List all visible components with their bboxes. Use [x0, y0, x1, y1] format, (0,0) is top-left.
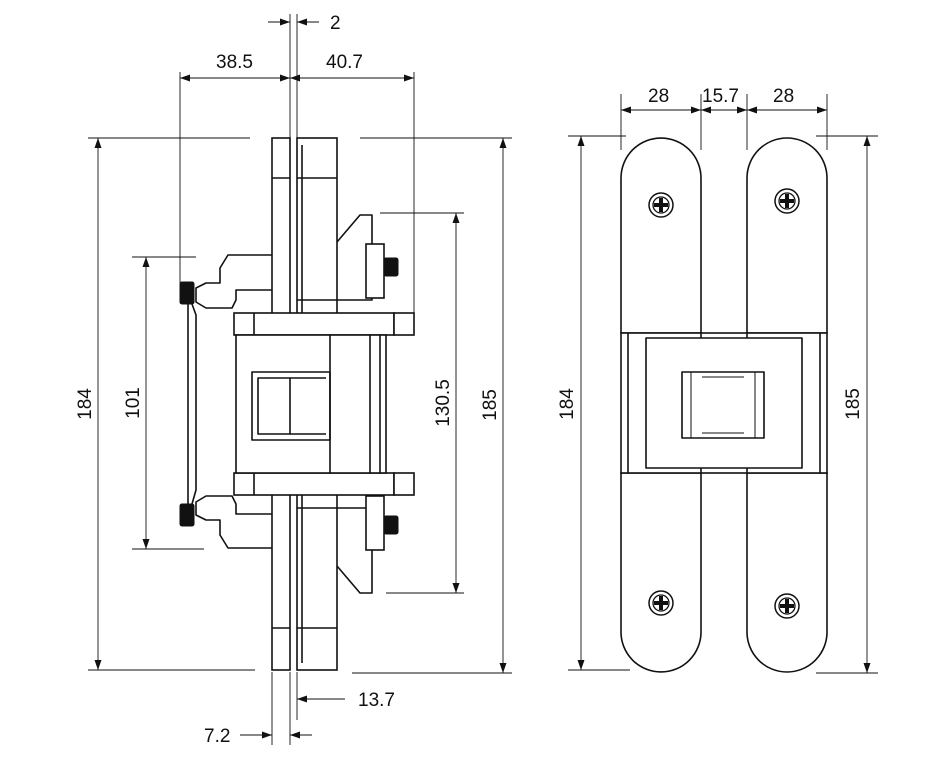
phillips-screw-icon	[648, 590, 674, 616]
dim-front-left-height: 184	[557, 388, 578, 420]
front-view: 28 15.7 28 184 185	[557, 86, 878, 674]
side-view-left-arms	[179, 254, 272, 549]
dim-gap: 2	[330, 13, 341, 34]
dim-left-width: 28	[648, 86, 669, 107]
side-view-right-brackets	[336, 214, 399, 594]
front-view-body	[620, 332, 828, 474]
dim-bottom-left: 7.2	[204, 726, 230, 747]
front-view-leaves	[620, 137, 828, 673]
dim-hole-spacing: 101	[123, 387, 144, 419]
front-view-extension-lines	[568, 94, 878, 674]
side-view-dimension-lines	[94, 18, 507, 739]
dim-bottom-right: 13.7	[358, 690, 395, 711]
dim-inner-height: 130.5	[433, 379, 454, 427]
dim-right-depth: 40.7	[326, 52, 363, 73]
dim-middle-width: 15.7	[702, 86, 739, 107]
dim-right-height: 185	[480, 389, 501, 421]
phillips-screw-icon	[648, 192, 674, 218]
front-view-dimension-labels: 28 15.7 28 184 185	[557, 86, 864, 420]
dim-front-right-height: 185	[843, 388, 864, 420]
side-view: 2 38.5 40.7 184 101 130.5 185 13.7 7.2	[75, 13, 512, 747]
dim-left-depth: 38.5	[216, 52, 253, 73]
dim-left-height: 184	[75, 388, 96, 420]
phillips-screw-icon	[774, 188, 800, 214]
side-view-mechanism	[233, 312, 415, 496]
phillips-screw-icon	[774, 593, 800, 619]
front-view-dimension-lines	[577, 106, 871, 673]
side-view-dimension-labels: 2 38.5 40.7 184 101 130.5 185 13.7 7.2	[75, 13, 501, 747]
dim-right-width: 28	[773, 86, 794, 107]
